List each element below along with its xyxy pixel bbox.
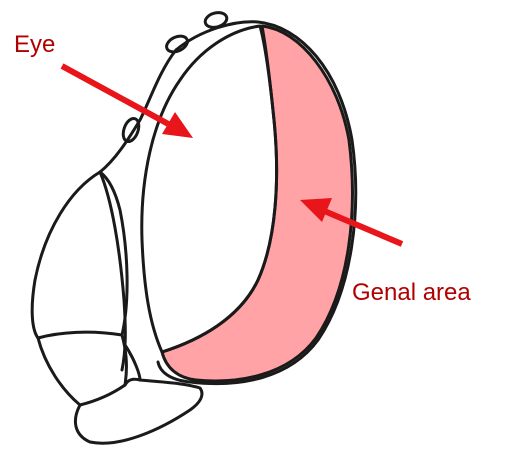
- eye-arrow: [62, 66, 172, 126]
- labrum-outline: [38, 335, 126, 405]
- frons-outline: [100, 50, 176, 172]
- eye-label: Eye: [14, 31, 55, 58]
- genal-area-label: Genal area: [352, 279, 471, 306]
- ocellus-top-left: [164, 33, 190, 55]
- labium-outline: [75, 379, 202, 443]
- clypeus-outline: [32, 172, 127, 338]
- face-inner-line: [100, 172, 125, 370]
